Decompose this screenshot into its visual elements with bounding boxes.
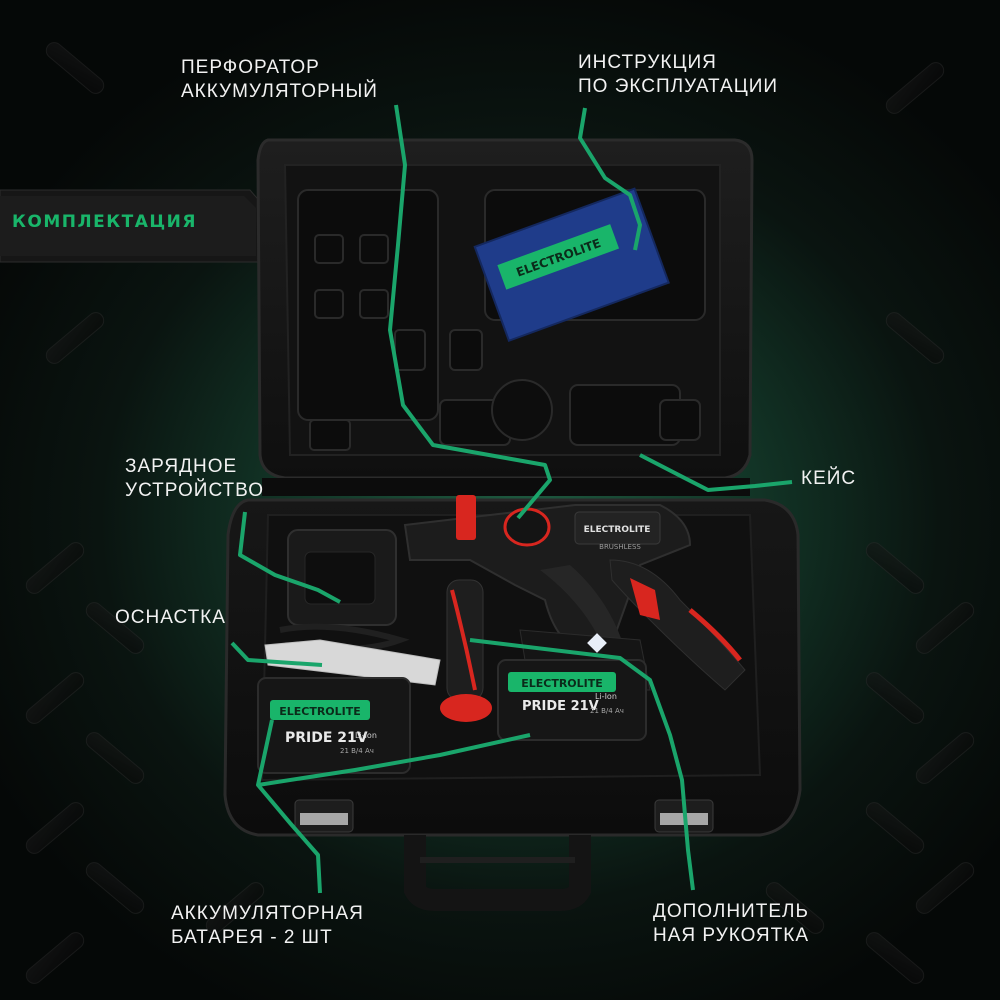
battery-right-chem: Li-Ion (595, 692, 617, 701)
leader-drill (388, 104, 552, 520)
leader-handle (469, 638, 695, 891)
callout-charger: ЗАРЯДНОЕ УСТРОЙСТВО (125, 456, 264, 501)
callout-case: КЕЙС (801, 468, 857, 489)
battery-left-model: PRIDE 21V (285, 730, 368, 746)
auxiliary-handle (440, 495, 492, 722)
battery-left-brand: ELECTROLITE (279, 705, 361, 718)
rotary-hammer: ELECTROLITE BRUSHLESS (403, 504, 746, 691)
leader-battery (256, 719, 531, 894)
leader-charger (238, 511, 341, 604)
manual-booklet: ELECTROLITE (473, 187, 670, 343)
battery-right-model: PRIDE 21V (522, 699, 599, 714)
leader-lines (230, 104, 793, 894)
drill-badge-text: BRUSHLESS (599, 543, 641, 551)
battery-right-brand: ELECTROLITE (521, 677, 603, 690)
drill-brand-text: ELECTROLITE (584, 525, 651, 535)
callout-manual: ИНСТРУКЦИЯ ПО ЭКСПЛУАТАЦИИ (578, 52, 779, 97)
leader-case (639, 453, 793, 492)
leader-manual (578, 107, 642, 251)
callout-drill: ПЕРФОРАТОР АККУМУЛЯТОРНЫЙ (181, 57, 378, 102)
battery-left: ELECTROLITE PRIDE 21V Li-Ion 21 В/4 Ач (257, 677, 411, 774)
leader-bits (230, 641, 323, 667)
diamond-plate-pattern (25, 42, 975, 984)
battery-right: ELECTROLITE PRIDE 21V Li-Ion 21 В/4 Ач (497, 659, 647, 741)
badge-background (0, 189, 263, 263)
battery-left-spec: 21 В/4 Ач (340, 747, 374, 755)
callout-bits: ОСНАСТКА (115, 607, 226, 628)
callout-battery: АККУМУЛЯТОРНАЯ БАТАРЕЯ - 2 ШТ (171, 903, 364, 948)
badge-label: КОМПЛЕКТАЦИЯ (12, 212, 197, 232)
callout-handle: ДОПОЛНИТЕЛЬ НАЯ РУКОЯТКА (653, 901, 810, 946)
battery-left-chem: Li-Ion (355, 731, 377, 740)
battery-right-spec: 21 В/4 Ач (590, 707, 624, 715)
